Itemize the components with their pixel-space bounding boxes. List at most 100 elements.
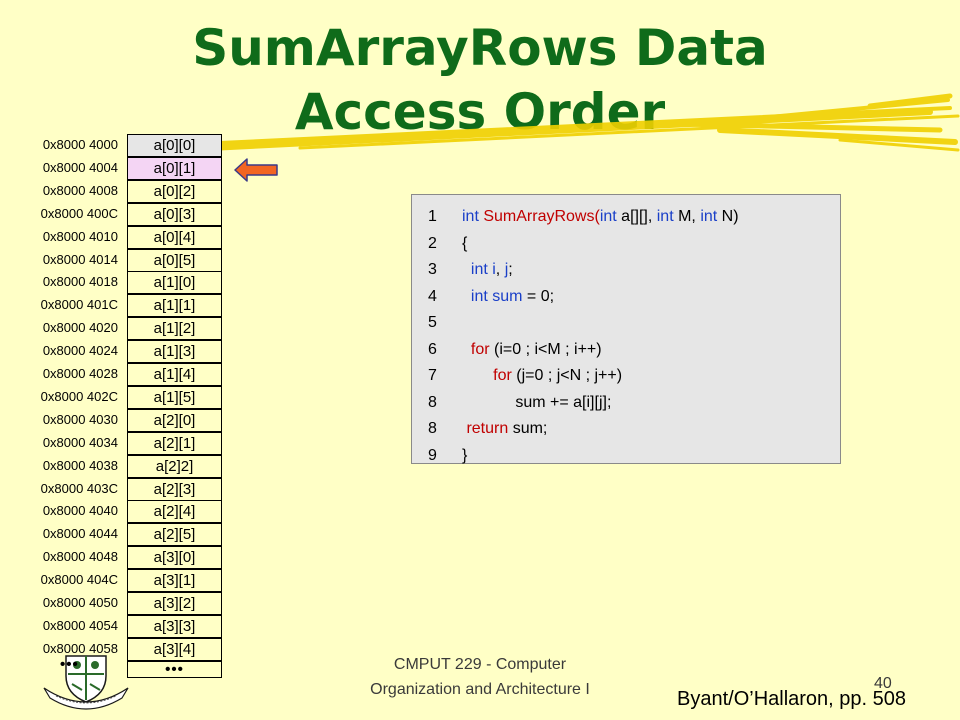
code-text: for (j=0 ; j<N ; j++) bbox=[462, 363, 622, 390]
array-cell: a[3][1] bbox=[127, 569, 222, 593]
code-token-keyword: int bbox=[462, 287, 488, 305]
code-token: sum += a[i][j]; bbox=[462, 393, 612, 411]
footer-line1: CMPUT 229 - Computer bbox=[393, 656, 567, 673]
array-cell: a[0][0] bbox=[127, 134, 222, 157]
line-number: 8 bbox=[428, 420, 437, 437]
code-token: a[][], bbox=[616, 208, 657, 225]
array-cell: a[3][2] bbox=[127, 592, 222, 615]
array-cell: a[2]2] bbox=[127, 454, 222, 478]
memory-address: 0x8000 4054 bbox=[42, 617, 118, 633]
line-number: 2 bbox=[428, 234, 437, 252]
line-number: 4 bbox=[428, 287, 437, 305]
code-line: 4 int sum = 0; bbox=[412, 284, 840, 311]
array-cell: a[0][2] bbox=[127, 179, 222, 203]
memory-address: 0x8000 4008 bbox=[42, 182, 118, 198]
memory-address: 0x8000 4010 bbox=[42, 228, 118, 244]
array-cell: a[1][3] bbox=[127, 340, 222, 364]
array-cell: a[3][3] bbox=[127, 614, 222, 638]
code-text: } bbox=[462, 443, 467, 470]
code-token-keyword: sum bbox=[487, 287, 523, 305]
footer: CMPUT 229 - Computer Organization and Ar… bbox=[340, 652, 620, 702]
code-line: 9} bbox=[412, 443, 840, 470]
array-cell: a[0][3] bbox=[127, 202, 222, 226]
code-token: = 0; bbox=[522, 287, 555, 305]
array-cell: a[1][5] bbox=[127, 385, 222, 409]
code-line: 7 for (j=0 ; j<N ; j++) bbox=[412, 363, 840, 390]
array-cell: a[0][4] bbox=[127, 225, 222, 249]
array-cell: a[1][2] bbox=[127, 317, 222, 341]
code-token-keyword: i bbox=[487, 261, 496, 278]
memory-address: 0x8000 4000 bbox=[42, 137, 118, 152]
line-number: 8 bbox=[428, 393, 437, 411]
code-text: return sum; bbox=[462, 416, 547, 443]
memory-address: 0x8000 4018 bbox=[42, 274, 118, 290]
line-number: 6 bbox=[428, 340, 437, 358]
memory-address: 0x8000 404C bbox=[40, 572, 118, 588]
memory-address: 0x8000 4034 bbox=[42, 434, 118, 450]
memory-address: 0x8000 4058 bbox=[42, 640, 118, 656]
line-number: 5 bbox=[428, 314, 437, 331]
citation: Byant/O’Hallaron, pp. 508 bbox=[677, 688, 907, 710]
code-text: int i, j; bbox=[462, 257, 513, 284]
page-number: 40 bbox=[874, 675, 892, 692]
highlighter-strokes bbox=[167, 93, 960, 153]
memory-address: 0x8000 4044 bbox=[42, 526, 118, 542]
code-token-keyword: return bbox=[462, 420, 509, 437]
array-cell: a[1][0] bbox=[127, 271, 222, 295]
memory-address: 0x8000 4030 bbox=[42, 411, 118, 427]
memory-address: 0x8000 400C bbox=[40, 205, 118, 221]
slide-title-line1: SumArrayRows Data bbox=[192, 19, 768, 77]
code-token: ; bbox=[508, 261, 513, 278]
university-crest-icon bbox=[43, 655, 129, 710]
memory-address: 0x8000 4004 bbox=[42, 159, 118, 175]
memory-address: 0x8000 4050 bbox=[42, 595, 118, 610]
memory-address: 0x8000 4040 bbox=[42, 503, 118, 519]
memory-address: 0x8000 403C bbox=[40, 480, 118, 496]
memory-address: 0x8000 4020 bbox=[42, 320, 118, 336]
line-number: 7 bbox=[428, 367, 437, 384]
memory-address: 0x8000 4024 bbox=[42, 343, 118, 359]
code-token-keyword: SumArrayRows( bbox=[478, 208, 600, 225]
memory-address: 0x8000 4028 bbox=[42, 366, 118, 381]
code-token: (i=0 ; i<M ; i++) bbox=[489, 340, 602, 358]
array-cell: a[0][5] bbox=[127, 248, 222, 272]
code-token: N) bbox=[717, 208, 739, 225]
array-cell: a[1][1] bbox=[127, 294, 222, 318]
array-cell: a[0][1] bbox=[127, 156, 222, 180]
code-token: , bbox=[495, 261, 505, 278]
ellipsis-left: ••• bbox=[60, 656, 79, 673]
code-line: 8 sum += a[i][j]; bbox=[412, 390, 840, 417]
code-token: } bbox=[462, 446, 468, 464]
memory-address: 0x8000 4038 bbox=[42, 457, 118, 473]
code-line: 8 return sum; bbox=[412, 416, 840, 443]
memory-address: 0x8000 4014 bbox=[42, 251, 118, 267]
code-text: int SumArrayRows(int a[][], int M, int N… bbox=[462, 204, 739, 231]
code-token-keyword: for bbox=[462, 367, 512, 384]
code-token: (j=0 ; j<N ; j++) bbox=[511, 367, 623, 384]
code-token-keyword: int bbox=[462, 208, 479, 225]
array-cell: a[2][5] bbox=[127, 523, 222, 547]
line-number: 3 bbox=[428, 261, 437, 278]
footer-line2: Organization and Architecture I bbox=[370, 681, 590, 698]
code-token-keyword: int bbox=[462, 261, 488, 278]
left-arrow-icon bbox=[234, 158, 278, 182]
line-number: 9 bbox=[428, 446, 437, 464]
code-token: { bbox=[462, 234, 468, 252]
array-cell: a[2][0] bbox=[127, 408, 222, 432]
code-line: 3 int i, j; bbox=[412, 257, 840, 284]
code-line: 2{ bbox=[412, 231, 840, 258]
code-text: { bbox=[462, 231, 467, 258]
array-cell: a[1][4] bbox=[127, 363, 222, 386]
array-cell: a[2][3] bbox=[127, 477, 222, 501]
memory-address: 0x8000 401C bbox=[40, 297, 118, 313]
code-token: sum; bbox=[508, 420, 548, 437]
code-token-keyword: int bbox=[700, 208, 718, 225]
code-line: 6 for (i=0 ; i<M ; i++) bbox=[412, 337, 840, 364]
array-cell: a[3][0] bbox=[127, 546, 222, 570]
array-cell: a[3][4] bbox=[127, 637, 222, 661]
code-text: int sum = 0; bbox=[462, 284, 554, 311]
array-cell: a[2][4] bbox=[127, 500, 222, 524]
memory-address: 0x8000 4048 bbox=[42, 549, 118, 565]
